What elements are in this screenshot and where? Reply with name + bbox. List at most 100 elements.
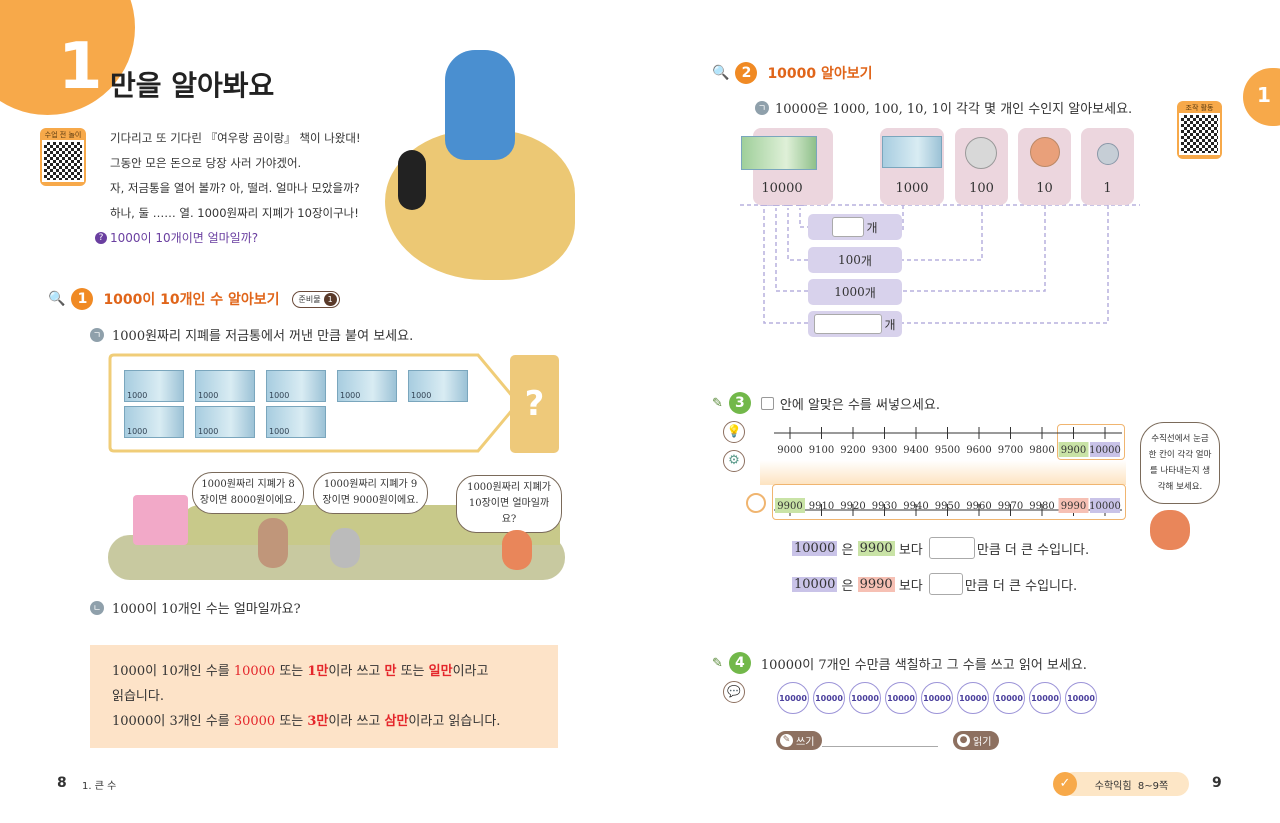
tick-label: 9920 xyxy=(840,501,865,512)
coin-10000[interactable]: 10000 xyxy=(777,682,809,714)
coin-10000[interactable]: 10000 xyxy=(957,682,989,714)
story-line: 기다리고 또 기다린 『여우랑 곰이랑』 책이 나왔대! xyxy=(110,131,361,145)
magnifier-icon: 🔍 xyxy=(48,291,66,307)
check-icon: ✓ xyxy=(1053,772,1077,796)
answer-input[interactable] xyxy=(928,573,963,595)
bill-1000[interactable]: 1000 xyxy=(124,406,184,438)
answer-row-4: 개 xyxy=(808,311,902,337)
tick-label: 9700 xyxy=(998,445,1023,456)
qr-label: 조작 활동 xyxy=(1185,104,1214,112)
qr-code-activity[interactable]: 조작 활동 xyxy=(1177,101,1222,159)
item-marker: ㄱ xyxy=(755,100,769,115)
tick-label: 9900 xyxy=(777,501,802,512)
chapter-tab: 1 xyxy=(1243,68,1280,126)
answer-row-1: 개 xyxy=(808,214,902,240)
coin-10000[interactable]: 10000 xyxy=(1029,682,1061,714)
coin-10000[interactable]: 10000 xyxy=(993,682,1025,714)
question-icon: ? xyxy=(95,231,107,244)
tick-label: 9980 xyxy=(1029,501,1054,512)
item-text: 10000은 1000, 100, 10, 1이 각각 몇 개인 수인지 알아보… xyxy=(775,102,1133,117)
unknown-box: ? xyxy=(510,355,559,453)
magnifier-icon xyxy=(746,493,766,513)
equation-2: 10000 은 9990 보다 만큼 더 큰 수입니다. xyxy=(792,573,1077,595)
coin-10000[interactable]: 10000 xyxy=(921,682,953,714)
section-number: 3 xyxy=(728,392,751,414)
item-marker: ㄱ xyxy=(90,327,104,342)
equation-1: 10000 은 9900 보다 만큼 더 큰 수입니다. xyxy=(792,537,1089,559)
bill-1000[interactable]: 1000 xyxy=(195,406,255,438)
chapter-label: 1. 큰 수 xyxy=(82,781,117,792)
tick-label: 9500 xyxy=(935,445,960,456)
item-text: 1000원짜리 지폐를 저금통에서 꺼낸 만큼 붙여 보세요. xyxy=(112,329,414,344)
bear-illustration xyxy=(258,518,288,568)
item-b: ㄴ 1000이 10개인 수는 얼마일까요? xyxy=(90,598,301,617)
qr-code[interactable]: 수업 전 놀이 xyxy=(40,128,86,186)
chapter-number: 1 xyxy=(58,30,103,104)
coin-10000[interactable]: 10000 xyxy=(1065,682,1097,714)
coin-1-image xyxy=(1097,143,1119,165)
page-number-right: 9 xyxy=(1212,775,1222,791)
tick-label: 9000 xyxy=(777,445,802,456)
bill-1000[interactable]: 1000 xyxy=(266,406,326,438)
section-title: 10000 알아보기 xyxy=(767,66,873,82)
speech-bubble: 1000원짜리 지폐가 9장이면 9000원이에요. xyxy=(313,472,428,514)
coin-10000[interactable]: 10000 xyxy=(885,682,917,714)
speech-icon: 💬 xyxy=(723,681,745,703)
tick-label: 9990 xyxy=(1061,501,1086,512)
tick-highlight xyxy=(1058,498,1089,513)
tick-label: 9400 xyxy=(903,445,928,456)
section-title: 안에 알맞은 수를 써넣으세요. xyxy=(779,397,940,413)
zoom-highlight-bottom xyxy=(772,484,1126,520)
coin-10000[interactable]: 10000 xyxy=(813,682,845,714)
story-line: 그동안 모은 돈으로 당장 사러 가야겠어. xyxy=(110,156,302,170)
bill-1000[interactable]: 1000 xyxy=(408,370,468,402)
bill-1000[interactable]: 1000 xyxy=(337,370,397,402)
tick-label: 9800 xyxy=(1029,445,1054,456)
section-number: 1 xyxy=(71,288,94,310)
card-label: 1000 xyxy=(895,181,929,196)
answer-input[interactable] xyxy=(832,217,865,237)
badge-number: 1 xyxy=(323,292,337,306)
microphone-icon: ● xyxy=(957,734,970,747)
qr-icon xyxy=(42,140,84,182)
pencil-icon: ✎ xyxy=(780,734,793,747)
info-box: 1000이 10개인 수를 10000 또는 1만이라 쓰고 만 또는 일만이라… xyxy=(90,645,558,748)
gear-icon: ⚙ xyxy=(723,450,745,472)
connector-lines xyxy=(740,200,1140,324)
fox-illustration xyxy=(1150,510,1190,550)
bill-1000[interactable]: 1000 xyxy=(195,370,255,402)
read-input[interactable] xyxy=(1000,746,1110,747)
card-label: 10000 xyxy=(761,181,803,196)
answer-input[interactable] xyxy=(814,314,883,334)
section-title: 1000이 10개인 수 알아보기 xyxy=(103,292,280,308)
tick-label: 9600 xyxy=(966,445,991,456)
answer-input[interactable] xyxy=(928,537,975,559)
tick-label: 9100 xyxy=(809,445,834,456)
card-label: 1 xyxy=(1103,181,1112,196)
section-instruction: 10000이 7개인 수만큼 색칠하고 그 수를 쓰고 읽어 보세요. xyxy=(760,657,1087,673)
qr-label: 수업 전 놀이 xyxy=(44,131,82,139)
tick-label: 10000 xyxy=(1089,445,1121,456)
page-title: 만을 알아봐요 xyxy=(110,69,275,102)
page-number-left: 8 xyxy=(57,775,67,791)
pencil-icon: ✎ xyxy=(712,395,723,411)
coin-10-image xyxy=(1030,137,1060,167)
question-text: 1000이 10개이면 얼마일까? xyxy=(110,231,259,245)
item-a: ㄱ 1000원짜리 지폐를 저금통에서 꺼낸 만큼 붙여 보세요. xyxy=(90,325,413,344)
hint-bubble: 수직선에서 눈금 한 칸이 각각 얼마를 나타내는지 생각해 보세요. xyxy=(1140,422,1220,504)
story-line: 자, 저금통을 열어 볼까? 아, 떨려. 얼마나 모았을까? xyxy=(110,181,360,195)
coin-10000[interactable]: 10000 xyxy=(849,682,881,714)
bill-1000[interactable]: 1000 xyxy=(124,370,184,402)
question: ? 1000이 10개이면 얼마일까? xyxy=(95,229,258,246)
zoom-highlight-top xyxy=(1057,424,1125,460)
bill-1000[interactable]: 1000 xyxy=(266,370,326,402)
bill-grid: 1000 1000 1000 1000 1000 1000 1000 1000 xyxy=(124,370,474,438)
write-input[interactable] xyxy=(822,746,938,747)
item-text: 1000이 10개인 수는 얼마일까요? xyxy=(112,602,301,617)
tick-label: 9930 xyxy=(872,501,897,512)
speech-bubble: 1000원짜리 지폐가 8장이면 8000원이에요. xyxy=(192,472,304,514)
